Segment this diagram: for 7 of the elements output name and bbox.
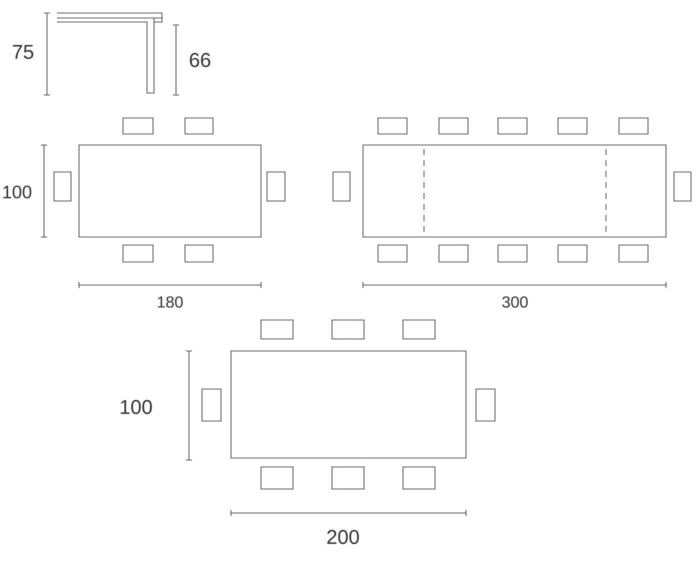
dimension-label: 100	[3, 186, 32, 198]
dimension-label: 300	[502, 296, 528, 308]
dimension-label: 180	[158, 296, 183, 308]
dimension-label: 100	[120, 400, 152, 414]
dimension-label: 75	[12, 45, 34, 59]
dimension-label: 200	[327, 530, 359, 544]
dimension-label: 66	[190, 52, 210, 68]
